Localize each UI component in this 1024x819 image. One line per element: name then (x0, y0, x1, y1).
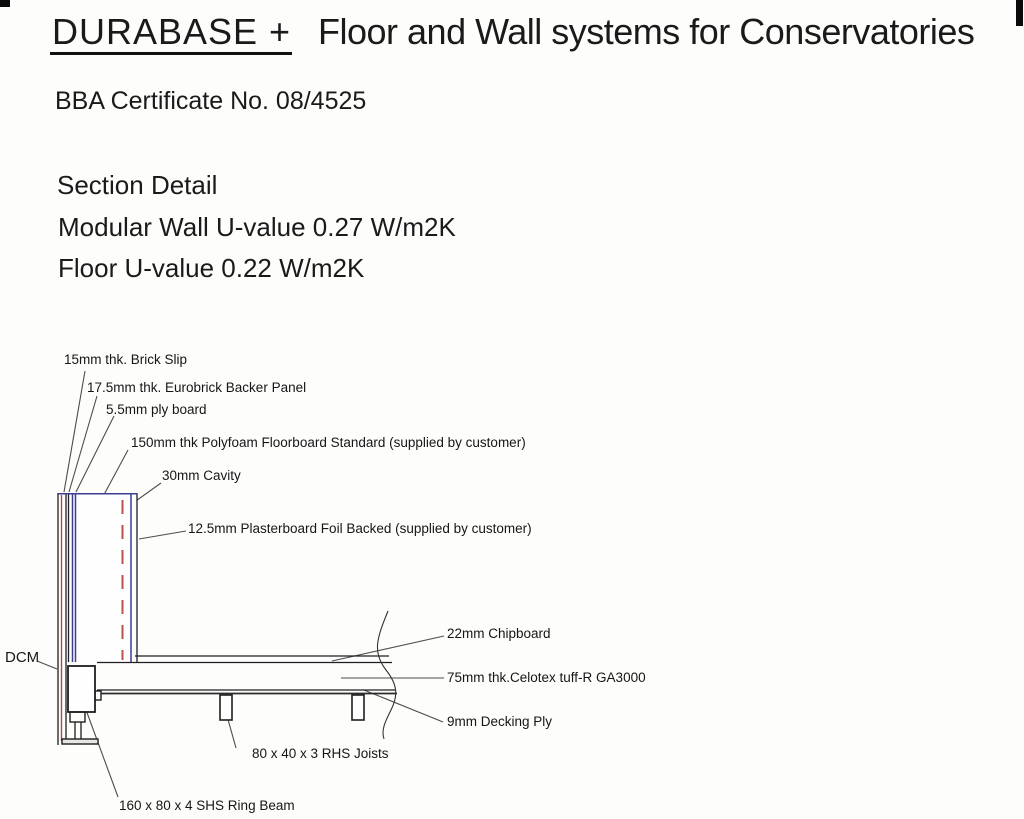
label-joists: 80 x 40 x 3 RHS Joists (252, 746, 389, 761)
break-line (376, 610, 397, 740)
floor-buildup (94, 610, 397, 740)
leader-joists (226, 715, 237, 749)
ring-beam (67, 665, 96, 713)
leader-plasterboard (138, 530, 187, 540)
angle-bracket (94, 690, 102, 701)
label-celotex: 75mm thk.Celotex tuff-R GA3000 (447, 670, 646, 685)
corner-mark-top-left (0, 0, 10, 7)
ring-beam-assembly (61, 665, 99, 745)
label-ply-board: 5.5mm ply board (106, 402, 207, 417)
section-heading: Section Detail (57, 170, 218, 200)
corner-mark-top-right (1016, 0, 1023, 26)
wall-u-value: Modular Wall U-value 0.27 W/m2K (58, 212, 456, 242)
page-title: Floor and Wall systems for Conservatorie… (318, 11, 975, 52)
certificate-number: BBA Certificate No. 08/4525 (55, 87, 367, 115)
joist-1 (219, 694, 233, 721)
leader-ply-board (75, 415, 115, 493)
leader-backer-panel (68, 395, 98, 493)
label-backer-panel: 17.5mm thk. Eurobrick Backer Panel (87, 380, 307, 395)
leader-chipboard (331, 635, 445, 662)
label-polyfoam: 150mm thk Polyfoam Floorboard Standard (… (131, 435, 526, 450)
joist-2 (351, 694, 365, 721)
base-plate (61, 738, 99, 745)
leader-brick-slip (63, 370, 86, 493)
label-dcm: DCM (5, 649, 40, 666)
leader-dcm (36, 660, 58, 670)
leader-decking-ply (363, 689, 444, 723)
brand-underline (50, 52, 292, 55)
floor-u-value: Floor U-value 0.22 W/m2K (58, 253, 365, 283)
label-decking-ply: 9mm Decking Ply (447, 714, 553, 729)
label-plasterboard: 12.5mm Plasterboard Foil Backed (supplie… (188, 521, 532, 536)
label-cavity: 30mm Cavity (162, 468, 241, 483)
label-chipboard: 22mm Chipboard (447, 626, 551, 641)
bolt-nut (69, 711, 86, 723)
label-brick-slip: 15mm thk. Brick Slip (64, 352, 188, 367)
leader-ring-beam (81, 698, 119, 798)
wall-buildup (57, 492, 138, 745)
brand-title: DURABASE + (52, 11, 292, 52)
label-ring-beam: 160 x 80 x 4 SHS Ring Beam (119, 798, 295, 813)
